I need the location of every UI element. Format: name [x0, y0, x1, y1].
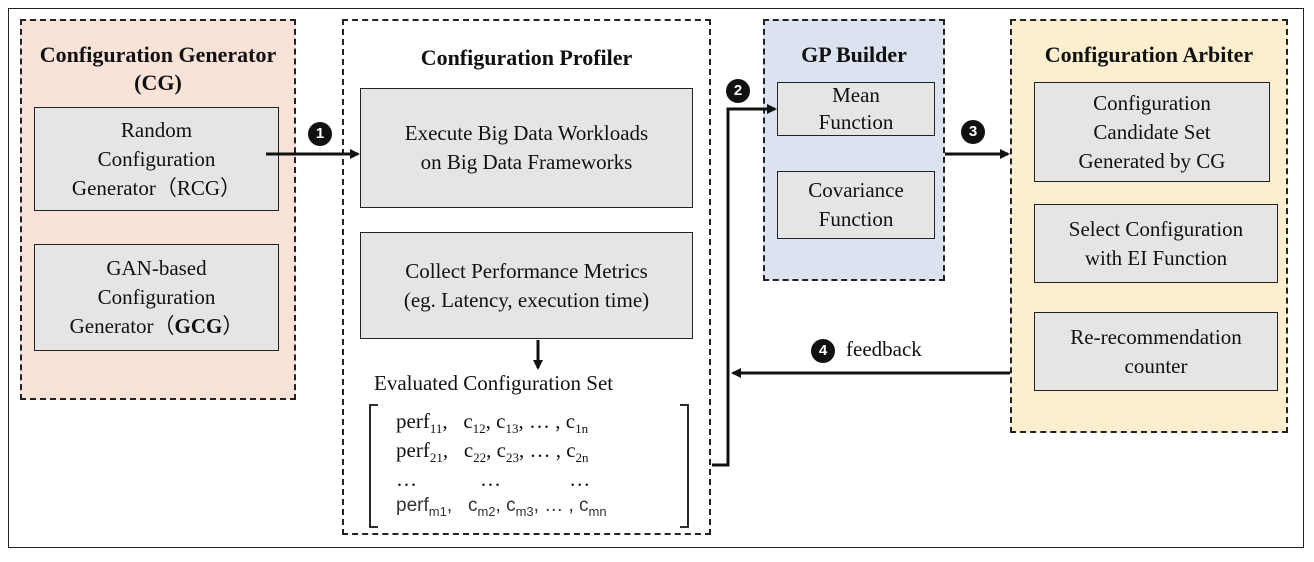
- candidate-line3: Generated by CG: [1078, 148, 1226, 173]
- row1-c1: c: [463, 409, 473, 433]
- cg-title-line1: Configuration Generator: [39, 42, 277, 67]
- row2-perf: perf: [396, 438, 430, 462]
- execute-line1: Execute Big Data Workloads: [404, 121, 649, 145]
- collect-line1: Collect Performance Metrics: [405, 258, 648, 283]
- cg-title-line2: (CG): [134, 70, 182, 95]
- gcg-line2: Configuration: [97, 285, 216, 309]
- row2-cn-sub: 2n: [575, 450, 589, 466]
- candidate-set-box: Configuration Candidate Set Generated by…: [1034, 82, 1270, 182]
- rcg-line3: Generator（RCG）: [71, 175, 242, 200]
- row2-cn: c: [566, 438, 576, 462]
- select-line2: with EI Function: [1084, 245, 1228, 270]
- row1-perf-sub: 11: [429, 421, 443, 437]
- row4-perf-sub: m1: [428, 503, 447, 519]
- row1-cn: c: [565, 409, 576, 433]
- gcg-line3-suffix: ）: [222, 314, 244, 338]
- matrix-row-1: perf11, c12, c13, … , c1n: [396, 409, 589, 437]
- rerec-line1: Re-recommendation: [1070, 324, 1242, 349]
- row1-c2: c: [496, 409, 506, 433]
- row4-c1-sub: m2: [477, 503, 496, 519]
- row3-dots-b: …: [480, 467, 501, 491]
- matrix-row-2: perf21, c22, c23, … , c2n: [396, 438, 589, 466]
- mean-function-box: Mean Function: [777, 82, 935, 136]
- random-configuration-generator-box: Random Configuration Generator（RCG）: [34, 107, 279, 211]
- evaluated-set-label: Evaluated Configuration Set: [374, 371, 614, 395]
- arbiter-title: Configuration Arbiter: [1044, 42, 1254, 67]
- cov-line1: Covariance: [808, 178, 904, 202]
- row3-dots-a: …: [396, 467, 417, 491]
- execute-line2: on Big Data Frameworks: [420, 150, 633, 174]
- gcg-line3-prefix: Generator（: [69, 314, 175, 338]
- rerec-line2: counter: [1124, 353, 1188, 378]
- row4-c2: c: [506, 495, 516, 516]
- row4-cn: c: [579, 495, 589, 516]
- select-line1: Select Configuration: [1068, 216, 1244, 241]
- configuration-matrix: perf11, c12, c13, … , c1n perf21, c22, c…: [368, 405, 690, 527]
- arrow-2: [712, 104, 777, 467]
- row4-cn-sub: mn: [588, 503, 607, 519]
- gcg-line3: Generator（GCG）: [70, 312, 244, 341]
- step-3-badge: 3: [961, 120, 985, 144]
- row2-c2-sub: 23: [505, 450, 519, 466]
- row3-dots-c: …: [569, 467, 591, 491]
- configuration-profiler-panel: Configuration Profiler: [342, 19, 711, 535]
- candidate-line2: Candidate Set: [1093, 119, 1211, 144]
- row2-dots: … ,: [529, 438, 561, 462]
- mean-line1: Mean: [832, 83, 880, 107]
- candidate-line1: Configuration: [1093, 90, 1211, 115]
- row2-perf-sub: 21: [429, 450, 443, 466]
- mean-line2: Function: [818, 110, 894, 134]
- step-2-badge: 2: [726, 79, 750, 103]
- matrix-right-bracket: [680, 404, 689, 528]
- diagram-frame: [8, 8, 1304, 548]
- step-4-badge: 4: [811, 339, 835, 363]
- matrix-row-4: perfm1, cm2, cm3, … , cmn: [396, 495, 607, 519]
- rcg-line1: Random: [120, 117, 193, 142]
- covariance-function-box: Covariance Function: [777, 171, 935, 239]
- gcg-line1: GAN-based: [106, 256, 207, 280]
- row4-perf: perf: [396, 495, 429, 516]
- collect-metrics-box: Collect Performance Metrics (eg. Latency…: [360, 232, 693, 339]
- collect-line2: (eg. Latency, execution time): [403, 287, 650, 312]
- gcg-line3-bold: GCG: [174, 314, 223, 338]
- select-configuration-box: Select Configuration with EI Function: [1034, 204, 1278, 283]
- gp-title: GP Builder: [801, 42, 907, 67]
- step-1-badge: 1: [308, 122, 332, 146]
- execute-workloads-box: Execute Big Data Workloads on Big Data F…: [360, 88, 693, 208]
- row4-c1: c: [467, 495, 478, 516]
- gan-configuration-generator-box: GAN-based Configuration Generator（GCG）: [34, 244, 279, 351]
- row1-perf: perf: [396, 409, 430, 433]
- feedback-label: feedback: [846, 337, 922, 361]
- row2-c1-sub: 22: [473, 450, 487, 466]
- row4-dots: … ,: [544, 495, 574, 516]
- row1-dots: … ,: [529, 409, 561, 433]
- row1-c1-sub: 12: [472, 421, 486, 437]
- cov-line2: Function: [818, 207, 894, 231]
- rcg-line2: Configuration: [97, 146, 216, 171]
- row2-c1: c: [463, 438, 474, 462]
- row1-c2-sub: 13: [505, 421, 519, 437]
- row2-c2: c: [496, 438, 506, 462]
- profiler-title: Configuration Profiler: [420, 45, 633, 70]
- matrix-left-bracket: [369, 404, 378, 528]
- re-recommendation-box: Re-recommendation counter: [1034, 312, 1278, 391]
- row1-cn-sub: 1n: [575, 421, 589, 437]
- matrix-row-3: … … …: [396, 467, 590, 492]
- row4-c2-sub: m3: [515, 503, 534, 519]
